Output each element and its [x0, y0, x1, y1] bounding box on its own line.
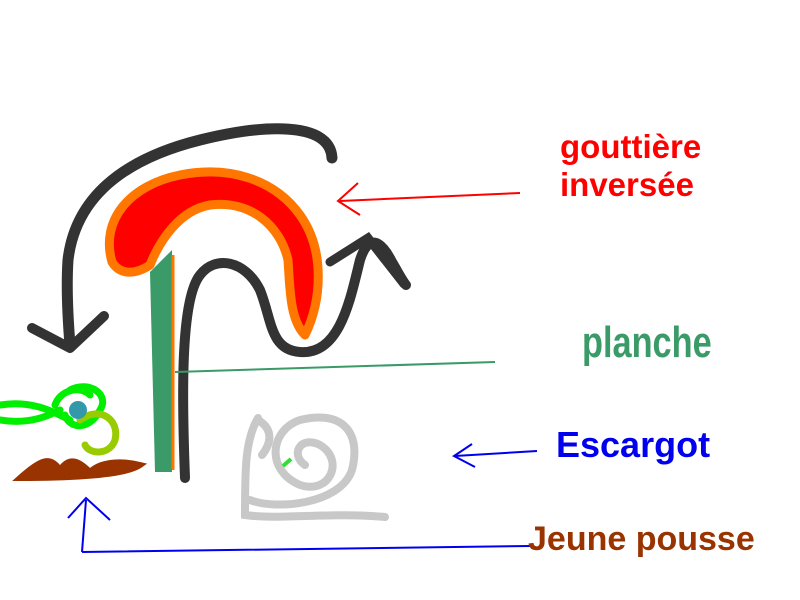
- gutter-pointer-arrow: [336, 182, 521, 216]
- label-snail: Escargot: [556, 424, 711, 465]
- plank-shape: [150, 250, 172, 472]
- snail-drawing: [240, 413, 389, 521]
- sprout-stem: [76, 410, 120, 456]
- plank-pointer-line: [174, 361, 496, 373]
- label-plank: planche: [582, 318, 712, 367]
- arrowhead-inner: [325, 232, 409, 289]
- snail-eye: [281, 457, 293, 468]
- arrowhead-outer: [27, 311, 109, 353]
- inverted-gutter: [104, 167, 323, 340]
- water-flow-inner-arrow: [178, 237, 411, 483]
- label-sprout: Jeune pousse: [528, 520, 755, 558]
- sprout-ground: [12, 458, 148, 482]
- sprout-pointer-line: [67, 496, 531, 553]
- label-inverted-gutter: gouttière inversée: [560, 128, 701, 204]
- snail-pointer-arrow: [452, 443, 538, 468]
- sprout-leaves: [0, 383, 107, 430]
- label-gutter-line2: inversée: [560, 166, 694, 203]
- label-gutter-line1: gouttière: [560, 128, 702, 165]
- water-flow-outer-arrow: [61, 123, 338, 351]
- sprout-bud: [69, 401, 87, 419]
